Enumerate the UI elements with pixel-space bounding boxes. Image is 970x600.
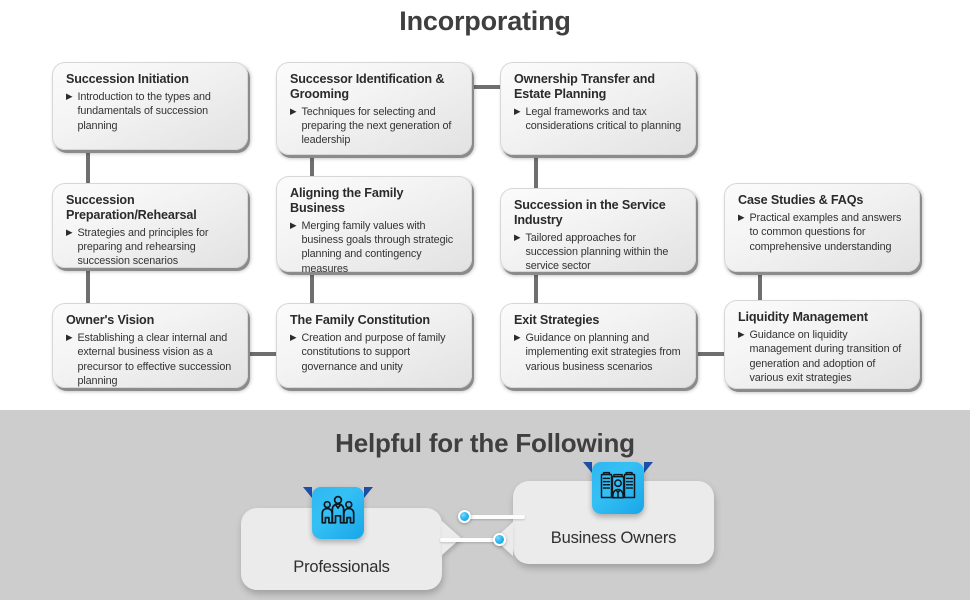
connector-vertical-col1-r1r2 — [86, 150, 90, 188]
connector-vertical-col3-r2r3 — [534, 262, 538, 304]
card-title: Aligning the Family Business — [290, 186, 404, 215]
card-bullet-text: Guidance on planning and implementing ex… — [525, 331, 681, 373]
incorporating-section: Incorporating Succession Initiation ▶ In… — [52, 6, 920, 389]
card-bullet: ▶ Merging family values with business go… — [290, 219, 458, 276]
card-bullet: ▶ Introduction to the types and fundamen… — [66, 90, 234, 133]
card-bullet: ▶ Creation and purpose of family constit… — [290, 331, 458, 374]
card-title: Succession Initiation — [66, 72, 189, 86]
card-bullet: ▶ Guidance on liquidity management durin… — [738, 328, 906, 385]
bullet-marker-icon: ▶ — [514, 231, 521, 242]
connector-horizontal-r3c3c4 — [695, 352, 727, 356]
topic-card-succession-in-the-service-industry[interactable]: Succession in the Service Industry ▶ Tai… — [500, 188, 696, 272]
card-title: Successor Identification & Grooming — [290, 72, 445, 101]
card-bullet: ▶ Practical examples and answers to comm… — [738, 211, 906, 254]
card-title: Liquidity Management — [738, 310, 868, 324]
card-bullet-text: Practical examples and answers to common… — [749, 211, 902, 253]
topic-card-case-studies-faqs[interactable]: Case Studies & FAQs ▶ Practical examples… — [724, 183, 920, 272]
card-bullet: ▶ Establishing a clear internal and exte… — [66, 331, 234, 388]
connector-vertical-col2-r2r3 — [310, 262, 314, 304]
helpful-for-the-following-section: Helpful for the Following Pr — [0, 410, 970, 600]
card-bullet-text: Merging family values with business goal… — [301, 219, 454, 275]
people-group-icon — [303, 487, 373, 539]
bullet-marker-icon: ▶ — [66, 331, 73, 342]
ribbon-left-decor — [583, 462, 592, 473]
card-bullet-text: Legal frameworks and tax considerations … — [525, 105, 681, 133]
bullet-marker-icon: ▶ — [66, 90, 73, 101]
card-bullet-text: Creation and purpose of family constitut… — [301, 331, 446, 373]
card-bullet-text: Establishing a clear internal and extern… — [77, 331, 232, 387]
bullet-marker-icon: ▶ — [514, 331, 521, 342]
office-buildings-person-icon — [583, 462, 653, 514]
topic-card-the-family-constitution[interactable]: The Family Constitution ▶ Creation and p… — [276, 303, 472, 388]
topic-card-aligning-the-family-business[interactable]: Aligning the Family Business ▶ Merging f… — [276, 176, 472, 275]
ribbon-right-decor — [644, 462, 653, 473]
ribbon-right-decor — [364, 487, 373, 498]
connector-vertical-col2-r1r2 — [310, 150, 314, 188]
card-bullet: ▶ Techniques for selecting and preparing… — [290, 105, 458, 148]
card-bullet: ▶ Strategies and principles for preparin… — [66, 226, 234, 269]
icon-tile-face — [592, 462, 644, 514]
persona-label: Business Owners — [550, 529, 677, 547]
ribbon-left-decor — [303, 487, 312, 498]
connector-horizontal-r3c1c2 — [247, 352, 279, 356]
persona-label: Professionals — [293, 558, 390, 576]
bullet-marker-icon: ▶ — [66, 226, 73, 237]
persona-link-dot-lower[interactable] — [493, 533, 506, 546]
topic-card-succession-preparation-rehearsal[interactable]: Succession Preparation/Rehearsal ▶ Strat… — [52, 183, 248, 268]
card-title: Owner's Vision — [66, 313, 155, 327]
card-bullet-text: Guidance on liquidity management during … — [749, 328, 902, 384]
topic-card-liquidity-management[interactable]: Liquidity Management ▶ Guidance on liqui… — [724, 300, 920, 389]
card-bullet: ▶ Guidance on planning and implementing … — [514, 331, 682, 374]
bullet-marker-icon: ▶ — [290, 105, 297, 116]
persona-link-line-upper — [463, 515, 525, 519]
topic-card-ownership-transfer-estate-planning[interactable]: Ownership Transfer and Estate Planning ▶… — [500, 62, 696, 155]
connector-vertical-col1-r2r3 — [86, 262, 90, 304]
card-bullet-text: Strategies and principles for preparing … — [77, 226, 209, 268]
bullet-marker-icon: ▶ — [290, 331, 297, 342]
card-bullet-text: Tailored approaches for succession plann… — [525, 231, 669, 273]
persona-link-dot-upper[interactable] — [458, 510, 471, 523]
card-title: Succession in the Service Industry — [514, 198, 666, 227]
topic-card-succession-initiation[interactable]: Succession Initiation ▶ Introduction to … — [52, 62, 248, 150]
helpful-section-title: Helpful for the Following — [335, 428, 635, 458]
topic-card-successor-identification-grooming[interactable]: Successor Identification & Grooming ▶ Te… — [276, 62, 472, 155]
connector-vertical-col4-r2r3 — [758, 262, 762, 304]
page-title: Incorporating — [399, 6, 571, 36]
bullet-marker-icon: ▶ — [738, 211, 745, 222]
card-title: Case Studies & FAQs — [738, 193, 864, 207]
card-bullet: ▶ Tailored approaches for succession pla… — [514, 231, 682, 274]
card-bullet: ▶ Legal frameworks and tax consideration… — [514, 105, 682, 134]
card-bullet-text: Techniques for selecting and preparing t… — [301, 105, 452, 147]
topic-card-exit-strategies[interactable]: Exit Strategies ▶ Guidance on planning a… — [500, 303, 696, 388]
bullet-marker-icon: ▶ — [738, 328, 745, 339]
connector-horizontal-r1c2c3 — [468, 85, 504, 89]
card-title: The Family Constitution — [290, 313, 430, 327]
connector-vertical-col3-r1r2 — [534, 150, 538, 188]
bullet-marker-icon: ▶ — [290, 219, 297, 230]
topic-card-owners-vision[interactable]: Owner's Vision ▶ Establishing a clear in… — [52, 303, 248, 388]
bullet-marker-icon: ▶ — [514, 105, 521, 116]
card-title: Ownership Transfer and Estate Planning — [514, 72, 655, 101]
card-title: Succession Preparation/Rehearsal — [66, 193, 197, 222]
card-bullet-text: Introduction to the types and fundamenta… — [77, 90, 211, 132]
card-title: Exit Strategies — [514, 313, 600, 327]
icon-tile-face — [312, 487, 364, 539]
persona-link-line-lower — [440, 538, 502, 542]
